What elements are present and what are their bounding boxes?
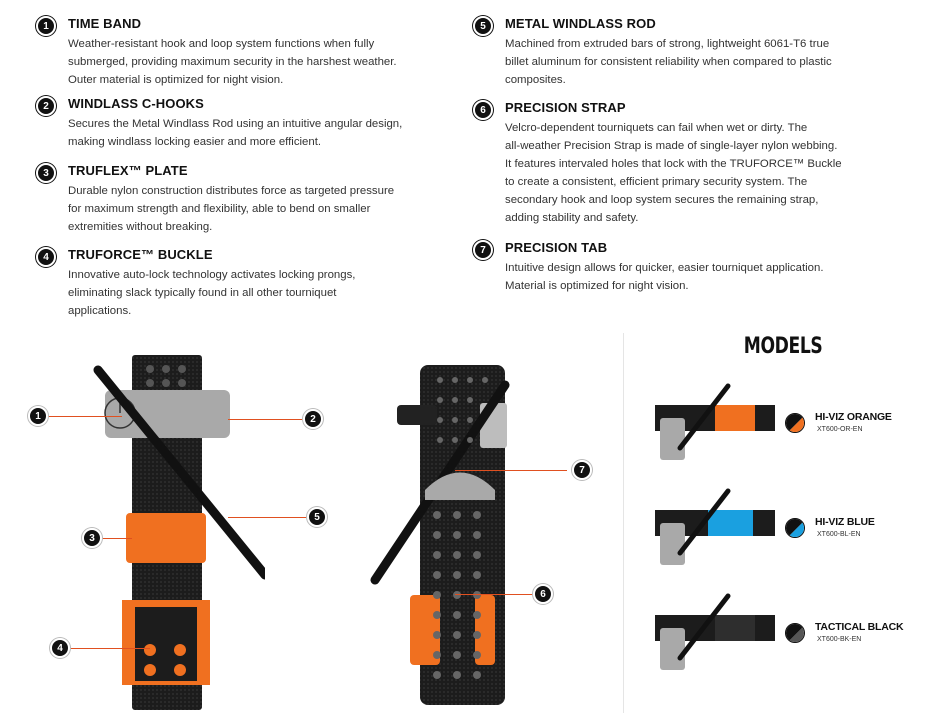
feature-number: 5 [473, 16, 493, 36]
feature-title: METAL WINDLASS ROD [505, 16, 656, 31]
callout-6: 6 [533, 584, 553, 604]
feature-title: TRUFORCE™ BUCKLE [68, 247, 213, 262]
model-hi-viz-blue: HI-VIZ BLUE XT600-BL-EN [645, 488, 930, 568]
leader-line-6 [455, 594, 533, 595]
feature-description: Weather-resistant hook and loop system f… [68, 38, 397, 86]
leader-line-7 [455, 470, 567, 471]
callout-7: 7 [572, 460, 592, 480]
feature-number: 3 [36, 163, 56, 183]
model-thumbnail [655, 383, 775, 460]
feature-number: 7 [473, 240, 493, 260]
feature-number: 4 [36, 247, 56, 267]
leader-line-1 [48, 416, 122, 417]
feature-number: 6 [473, 100, 493, 120]
callout-2: 2 [303, 409, 323, 429]
feature-title: WINDLASS C-HOOKS [68, 96, 204, 111]
feature-title: PRECISION STRAP [505, 100, 626, 115]
feature-number: 2 [36, 96, 56, 116]
feature-windlass-c-hooks: 2 WINDLASS C-HOOKS Secures the Metal Win… [36, 96, 436, 156]
feature-truforce-buckle: 4 TRUFORCE™ BUCKLE Innovative auto-lock … [36, 247, 436, 325]
model-thumbnail [655, 593, 775, 670]
tourniquet-front-illustration [93, 355, 265, 710]
feature-title: TRUFLEX™ PLATE [68, 163, 188, 178]
feature-description: Intuitive design allows for quicker, eas… [505, 262, 824, 292]
model-code: XT600-BL-EN [817, 531, 861, 538]
section-divider [623, 333, 624, 713]
feature-precision-strap: 6 PRECISION STRAP Velcro-dependent tourn… [473, 100, 873, 232]
model-thumbnail [655, 488, 775, 565]
model-code: XT600-OR-EN [817, 426, 863, 433]
feature-description: Innovative auto-lock technology activate… [68, 269, 356, 317]
color-swatch [785, 413, 805, 433]
leader-line-4 [70, 648, 150, 649]
models-heading: MODELS [743, 334, 823, 359]
model-name: HI-VIZ ORANGE [815, 411, 892, 423]
feature-description: Secures the Metal Windlass Rod using an … [68, 118, 403, 148]
model-hi-viz-orange: HI-VIZ ORANGE XT600-OR-EN [645, 383, 930, 463]
model-tactical-black: TACTICAL BLACK XT600-BK-EN [645, 593, 930, 673]
feature-time-band: 1 TIME BAND Weather-resistant hook and l… [36, 16, 436, 94]
feature-title: PRECISION TAB [505, 240, 608, 255]
callout-5: 5 [307, 507, 327, 527]
leader-line-2 [228, 419, 302, 420]
callout-3: 3 [82, 528, 102, 548]
feature-title: TIME BAND [68, 16, 142, 31]
feature-description: Durable nylon construction distributes f… [68, 185, 395, 233]
leader-line-3 [102, 538, 132, 539]
feature-number: 1 [36, 16, 56, 36]
leader-line-5 [228, 517, 306, 518]
model-code: XT600-BK-EN [817, 636, 862, 643]
feature-truflex-plate: 3 TRUFLEX™ PLATE Durable nylon construct… [36, 163, 436, 241]
tourniquet-back-illustration [370, 365, 510, 705]
model-name: HI-VIZ BLUE [815, 516, 875, 528]
color-swatch [785, 623, 805, 643]
feature-description: Machined from extruded bars of strong, l… [505, 38, 832, 86]
callout-1: 1 [28, 406, 48, 426]
callout-4: 4 [50, 638, 70, 658]
feature-metal-windlass-rod: 5 METAL WINDLASS ROD Machined from extru… [473, 16, 873, 94]
feature-precision-tab: 7 PRECISION TAB Intuitive design allows … [473, 240, 873, 300]
feature-description: Velcro-dependent tourniquets can fail wh… [505, 122, 842, 224]
color-swatch [785, 518, 805, 538]
model-name: TACTICAL BLACK [815, 621, 904, 633]
